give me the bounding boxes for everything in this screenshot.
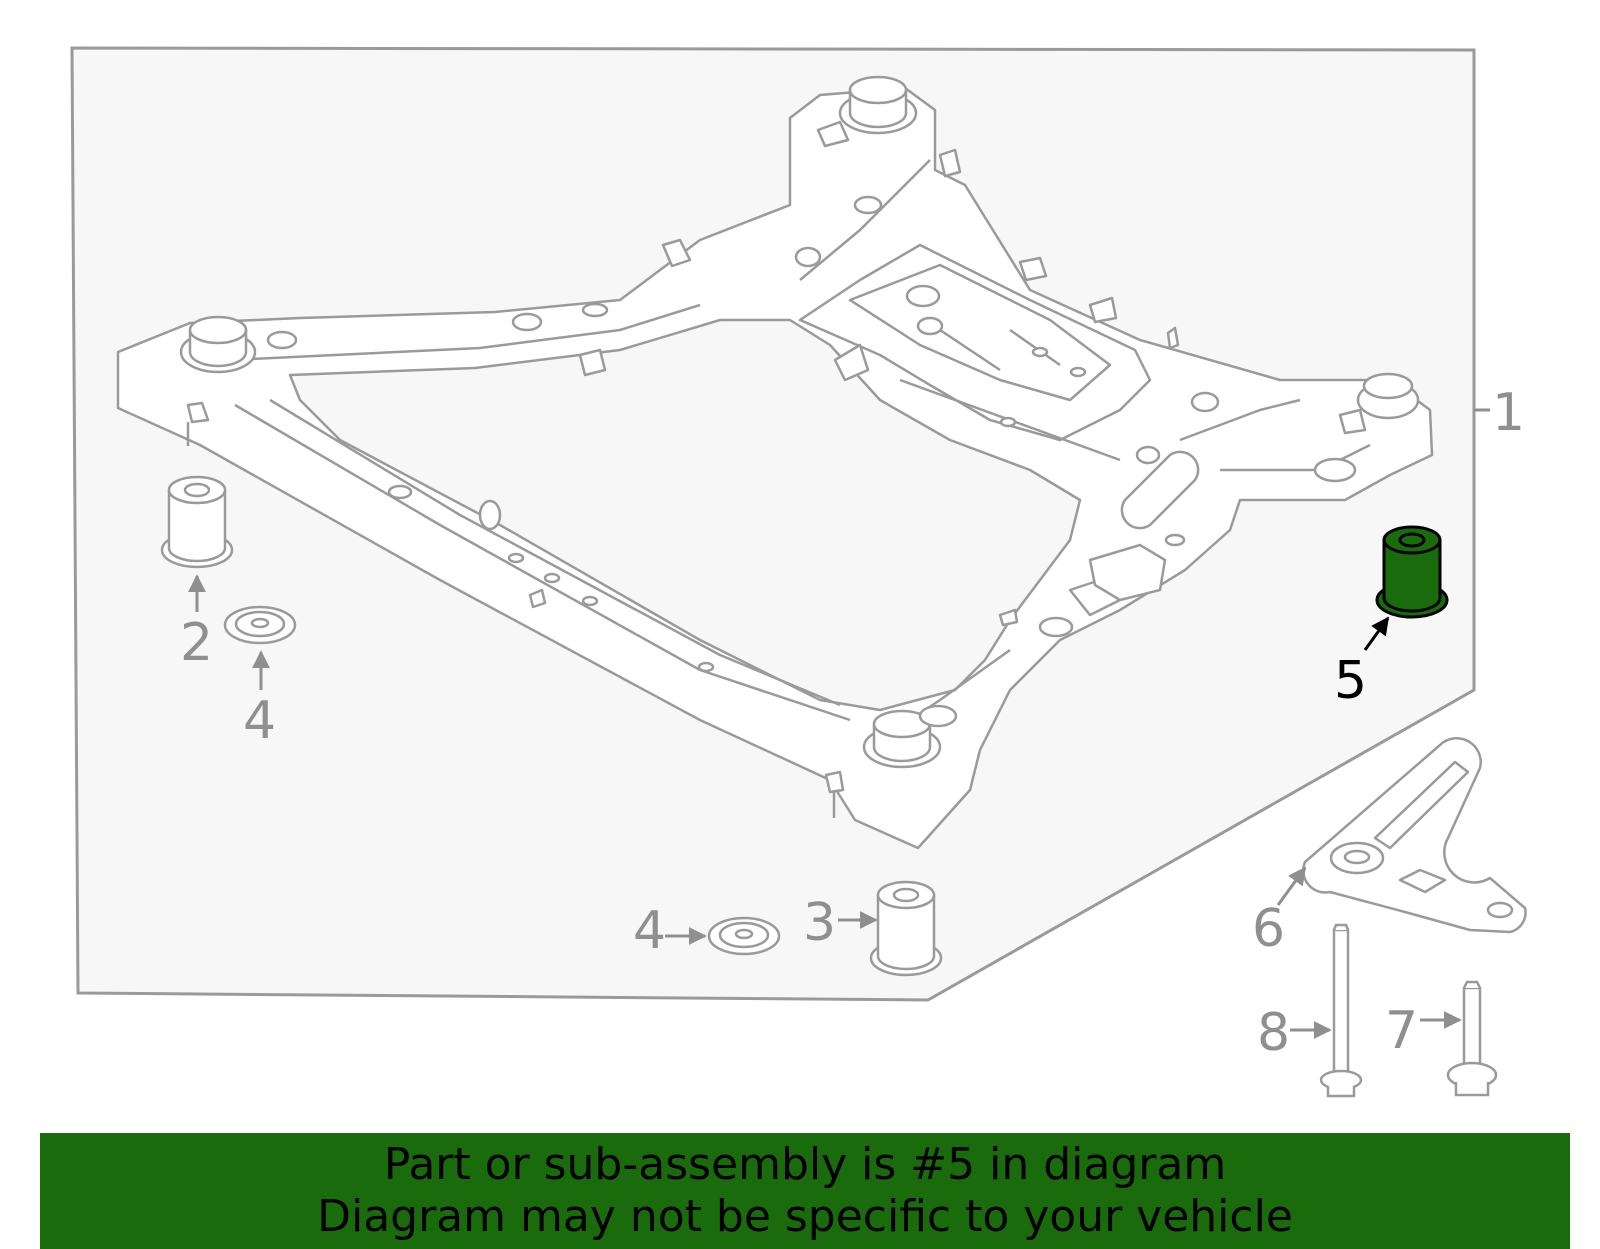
callout-4-left: 4: [243, 691, 276, 751]
callout-4-bottom: 4: [633, 901, 666, 961]
info-banner: Part or sub-assembly is #5 in diagram Di…: [40, 1133, 1570, 1249]
washer-item-4-left: [223, 605, 297, 645]
callout-8: 8: [1257, 1003, 1290, 1063]
bushing-item-5-highlighted: [1375, 525, 1449, 619]
leader-line-item-5: [1363, 616, 1390, 651]
callout-6: 6: [1252, 899, 1285, 959]
frame-mount-front-left: [862, 709, 942, 769]
bracket-item-6: [1302, 737, 1527, 934]
subframe-assembly: [116, 75, 1434, 850]
callout-1: 1: [1492, 383, 1525, 443]
frame-mount-rear-right: [838, 75, 918, 135]
leader-lines: [188, 408, 1490, 1039]
banner-line-2: Diagram may not be specific to your vehi…: [317, 1191, 1293, 1242]
bushing-item-2: [160, 475, 234, 569]
bolt-item-8: [1319, 923, 1363, 1098]
frame-mount-rear-left: [179, 315, 257, 374]
banner-line-1: Part or sub-assembly is #5 in diagram: [383, 1139, 1227, 1190]
callout-3: 3: [803, 893, 836, 953]
bolt-item-7: [1446, 980, 1498, 1097]
callout-2: 2: [180, 613, 213, 673]
callout-5: 5: [1334, 651, 1367, 711]
washer-item-4-bottom: [707, 916, 781, 956]
bushing-item-3: [869, 880, 943, 977]
frame-mount-front-right: [1356, 372, 1420, 420]
callout-7: 7: [1385, 1001, 1418, 1061]
